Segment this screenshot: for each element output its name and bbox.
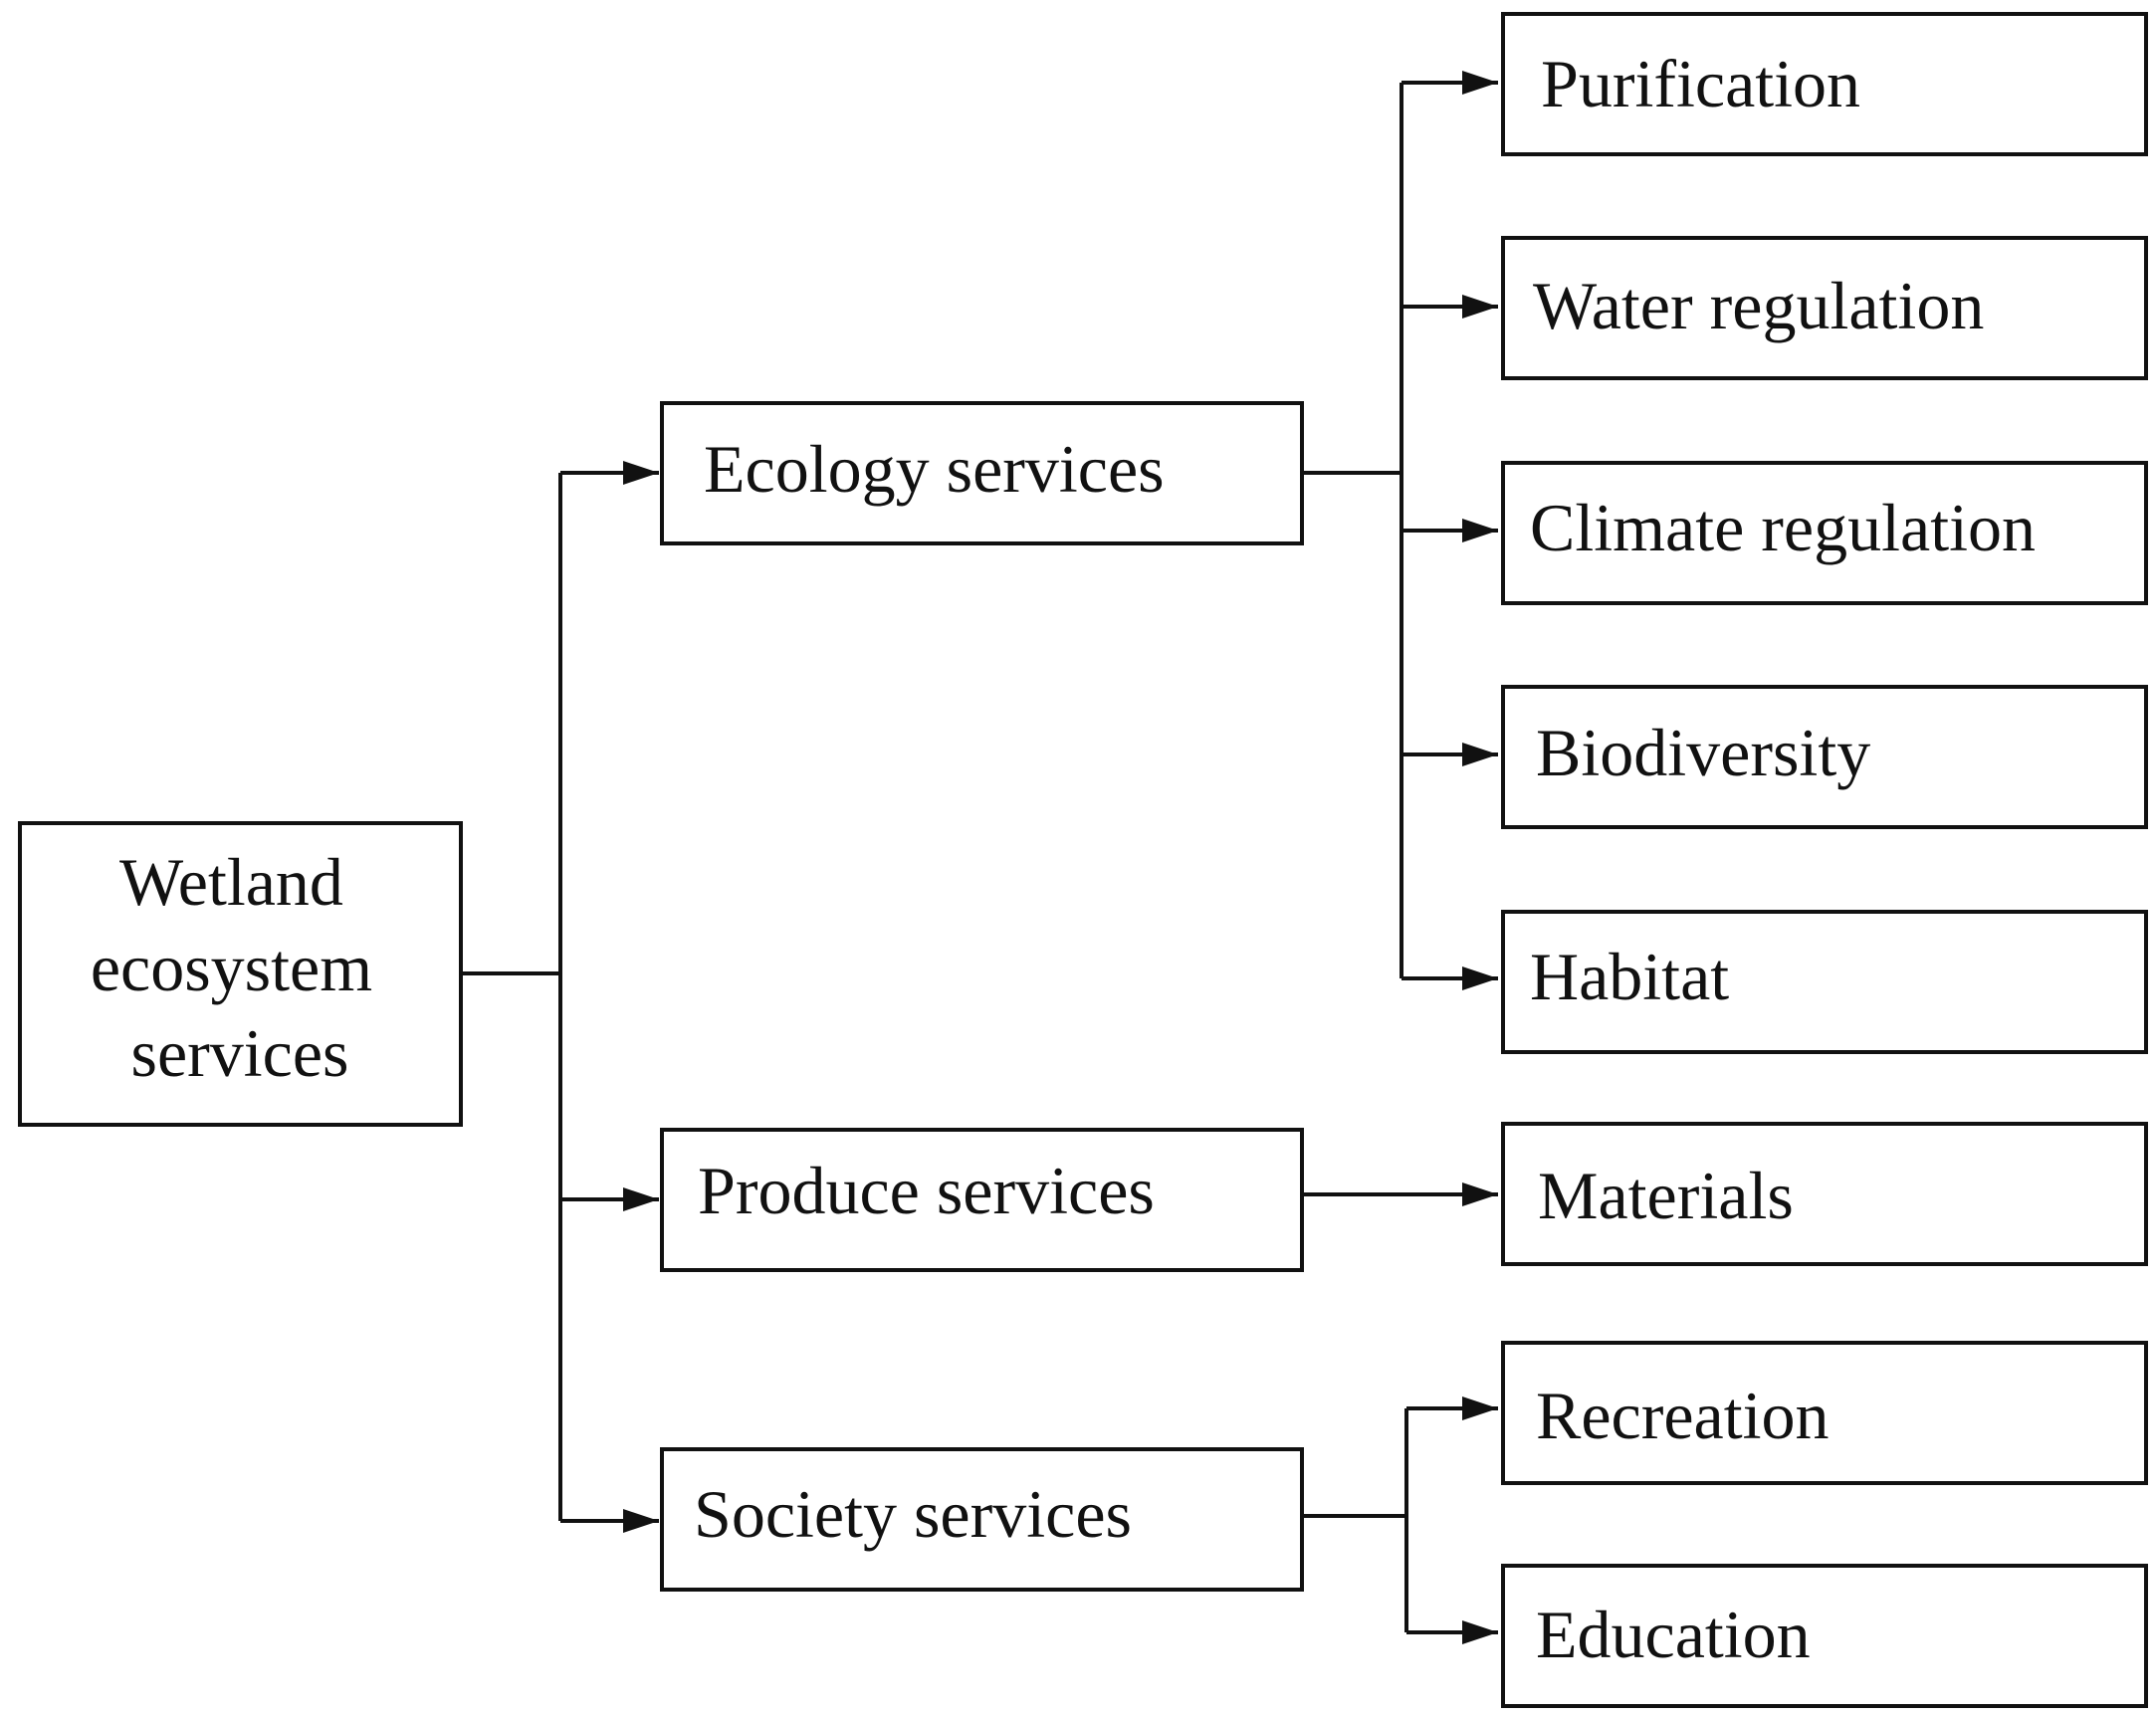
society-connectors (1302, 1396, 1498, 1644)
ecology-connectors (1302, 71, 1498, 990)
society-services-box (660, 1447, 1304, 1592)
leaf-node-purification: Purification (1501, 12, 2148, 156)
education-box (1501, 1564, 2148, 1708)
root-label-line-2: ecosystem (91, 930, 372, 1005)
leaf-node-materials: Materials (1501, 1122, 2148, 1266)
habitat-label: Habitat (1530, 939, 1729, 1014)
leaf-node-education: Education (1501, 1564, 2148, 1708)
water-regulation-label: Water regulation (1533, 268, 1984, 343)
leaf-node-biodiversity: Biodiversity (1501, 685, 2148, 829)
leaf-node-habitat: Habitat (1501, 910, 2148, 1054)
leaf-node-climate-regulation: Climate regulation (1501, 461, 2148, 605)
recreation-box (1501, 1341, 2148, 1485)
root-label-line-3: services (130, 1015, 348, 1091)
root-label-line-1: Wetland (119, 844, 343, 920)
education-label: Education (1536, 1597, 1811, 1672)
water-regulation-box (1501, 236, 2148, 380)
category-node-ecology: Ecology services (660, 401, 1304, 545)
recreation-label: Recreation (1536, 1378, 1830, 1453)
ecology-services-label: Ecology services (704, 431, 1165, 507)
root-node: Wetland ecosystem services (18, 821, 463, 1127)
ecology-services-box (660, 401, 1304, 545)
root-connectors (461, 461, 659, 1533)
category-node-produce: Produce services (660, 1128, 1304, 1272)
biodiversity-box (1501, 685, 2148, 829)
category-node-society: Society services (660, 1447, 1304, 1592)
materials-box (1501, 1122, 2148, 1266)
purification-label: Purification (1541, 46, 1860, 121)
biodiversity-label: Biodiversity (1536, 715, 1870, 790)
leaf-node-water-regulation: Water regulation (1501, 236, 2148, 380)
climate-regulation-label: Climate regulation (1530, 490, 2036, 565)
habitat-box (1501, 910, 2148, 1054)
root-label: Wetland ecosystem services (91, 844, 389, 1091)
society-services-label: Society services (694, 1476, 1132, 1552)
purification-box (1501, 12, 2148, 156)
root-node-box (18, 821, 463, 1127)
leaf-node-recreation: Recreation (1501, 1341, 2148, 1485)
produce-services-box (660, 1128, 1304, 1272)
climate-regulation-box (1501, 461, 2148, 605)
materials-label: Materials (1538, 1158, 1794, 1233)
produce-services-label: Produce services (698, 1153, 1155, 1228)
